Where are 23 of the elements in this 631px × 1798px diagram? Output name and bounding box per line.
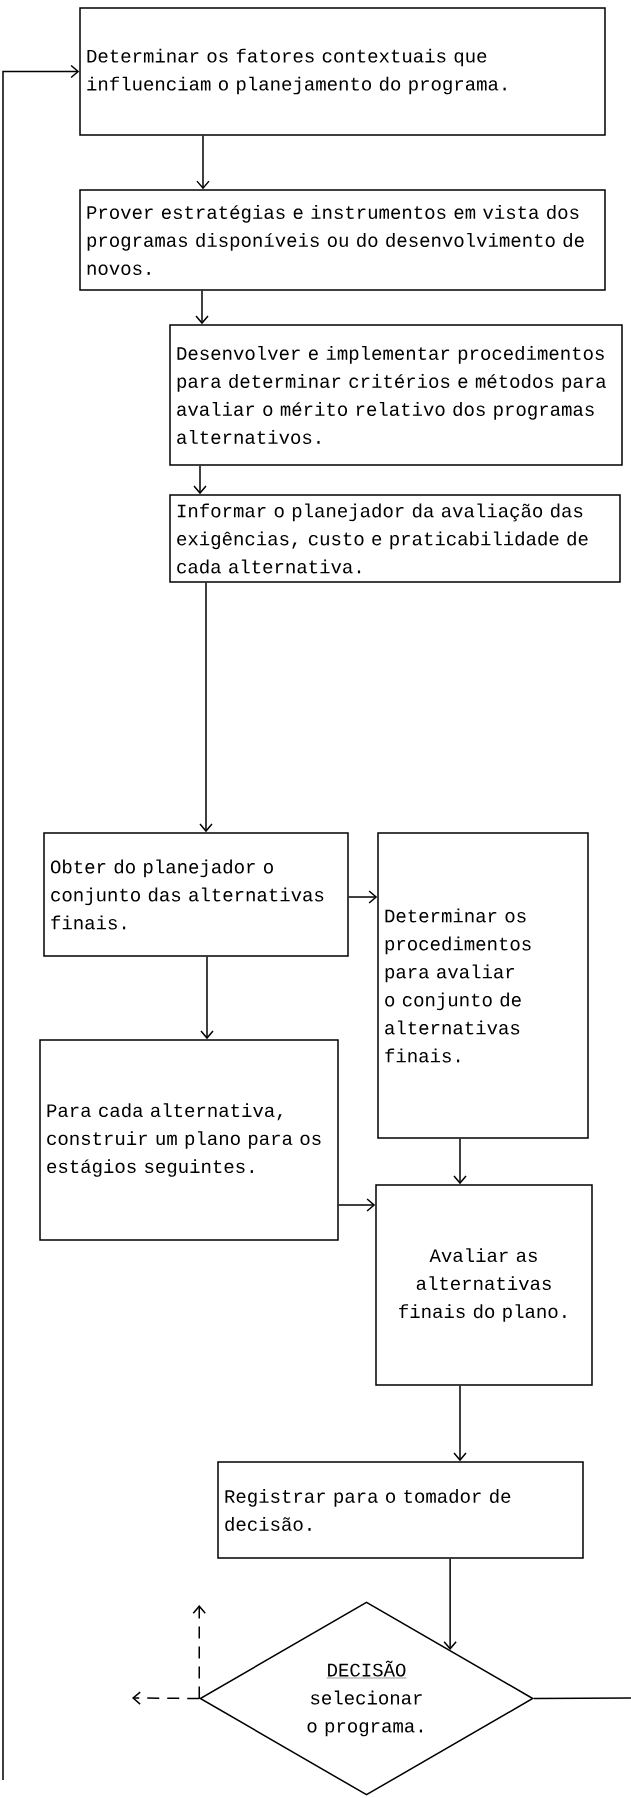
- arrow: [338, 1198, 376, 1212]
- arrow: [348, 890, 378, 904]
- arrow: [196, 135, 210, 190]
- arrow: [453, 1385, 467, 1462]
- arrow: [192, 1605, 206, 1700]
- connector-line: [533, 1697, 631, 1700]
- arrow: [2, 64, 80, 1781]
- arrow: [453, 1138, 467, 1185]
- process-box: Registrar para o tomador de decisão.: [217, 1461, 584, 1559]
- arrow: [200, 956, 214, 1040]
- process-box: Determinar os fatores contextuais que influenciam o planejamento do programa.: [79, 7, 606, 136]
- arrow: [443, 1558, 457, 1650]
- process-box: Determinar os procedimentos para avaliar o conjunto de alternativas finais.: [377, 832, 589, 1139]
- process-box: Prover estratégias e instrumentos em vista dos programas disponíveis ou do desenvolvimento de novos.: [79, 189, 606, 291]
- arrow: [199, 582, 213, 833]
- arrow: [132, 1691, 200, 1705]
- process-box: Obter do planejador o conjunto das alternativas finais.: [43, 832, 349, 957]
- arrow: [195, 290, 209, 325]
- process-box: Desenvolver e implementar procedimentos para determinar critérios e métodos para avaliar o mérito relativo dos programas alternativos.: [169, 324, 623, 466]
- process-box: Avaliar as alternativas finais do plano.: [375, 1184, 593, 1386]
- process-box: Para cada alternativa, construir um plano para os estágios seguintes.: [39, 1039, 339, 1241]
- process-box: Informar o planejador da avaliação das exigências, custo e praticabilidade de cada alternativa.: [169, 494, 621, 583]
- arrow: [193, 465, 207, 495]
